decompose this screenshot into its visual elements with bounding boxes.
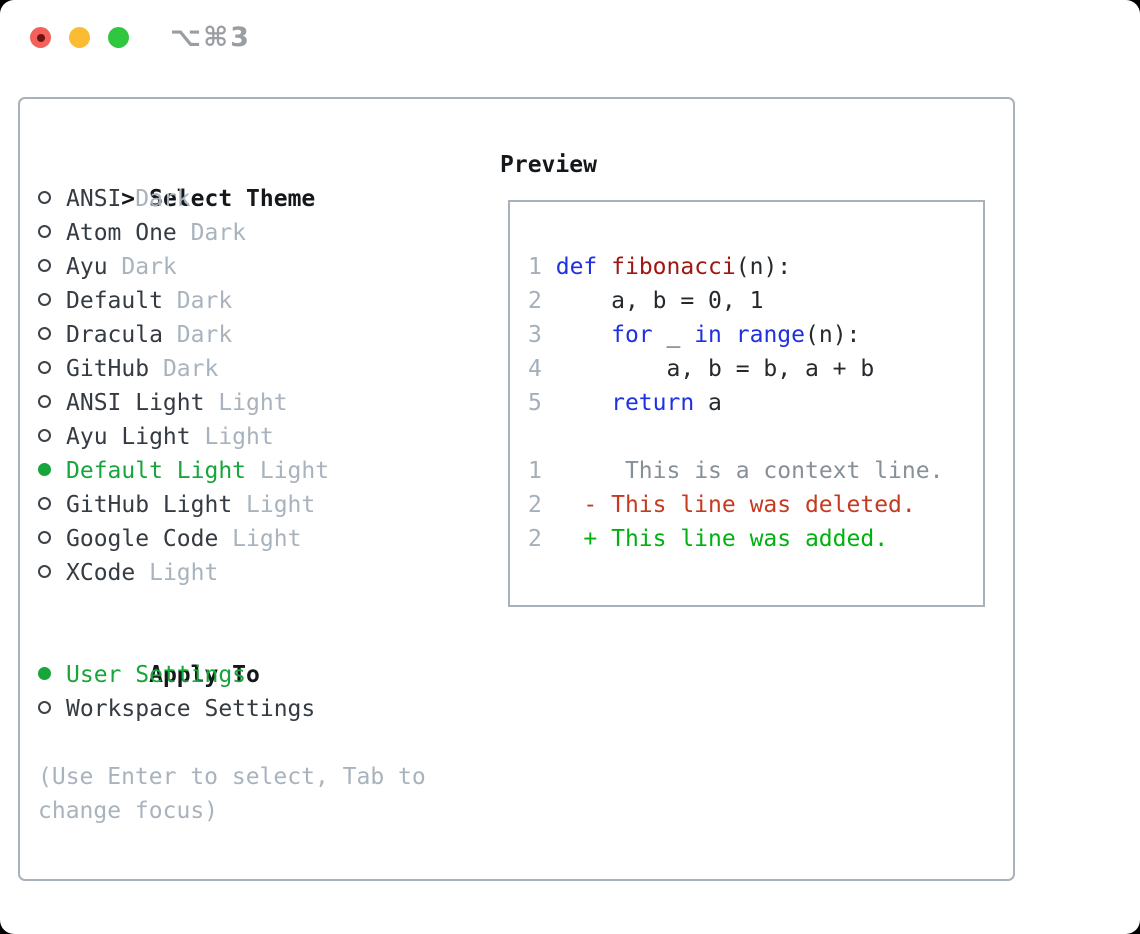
code-line: 1 def fibonacci(n):: [528, 254, 792, 280]
select-theme-header: Select Theme: [149, 186, 316, 212]
theme-option-google-code[interactable]: Google Code Light: [38, 522, 426, 556]
radio-icon: [38, 259, 51, 272]
radio-icon: [38, 701, 51, 714]
radio-icon: [38, 293, 51, 306]
hint-line-1: (Use Enter to select, Tab to: [38, 764, 426, 790]
theme-option-atom-one[interactable]: Atom One Dark: [38, 216, 426, 250]
line-number: 1: [528, 254, 542, 280]
line-number: 4: [528, 356, 542, 382]
theme-variant-label: Light: [135, 560, 219, 586]
line-number: 3: [528, 322, 542, 348]
theme-option-default-light[interactable]: Default Light Light: [38, 454, 426, 488]
preview-header: Preview: [500, 152, 597, 178]
theme-option-xcode[interactable]: XCode Light: [38, 556, 426, 590]
theme-variant-label: Light: [232, 492, 316, 518]
theme-option-ansi-light[interactable]: ANSI Light Light: [38, 386, 426, 420]
code-line: 3 for _ in range(n):: [528, 322, 861, 348]
radio-icon: [38, 361, 51, 374]
theme-name-label: Ayu Light: [66, 424, 191, 450]
close-button[interactable]: [30, 27, 51, 48]
radio-icon: [38, 225, 51, 238]
radio-icon: [38, 429, 51, 442]
theme-name-label: Default: [66, 288, 163, 314]
theme-name-label: Dracula: [66, 322, 163, 348]
code-line: 4 a, b = b, a + b: [528, 356, 875, 382]
zoom-button[interactable]: [108, 27, 129, 48]
code-line: 2 a, b = 0, 1: [528, 288, 764, 314]
code-line: 2 + This line was added.: [528, 526, 889, 552]
theme-variant-label: Dark: [162, 288, 233, 314]
theme-name-label: GitHub Light: [66, 492, 233, 518]
theme-name-label: Google Code: [66, 526, 219, 552]
theme-option-ayu[interactable]: Ayu Dark: [38, 250, 426, 284]
radio-selected-icon: [38, 667, 51, 680]
theme-option-ayu-light[interactable]: Ayu Light Light: [38, 420, 426, 454]
window-title: ⌥⌘3: [170, 22, 251, 53]
code-line: 1 This is a context line.: [528, 458, 944, 484]
line-number: 2: [528, 288, 542, 314]
radio-icon: [38, 531, 51, 544]
apply-to-header-row: Apply To: [38, 624, 426, 688]
apply-to-header: Apply To: [149, 662, 260, 688]
theme-variant-label: Light: [218, 526, 302, 552]
theme-variant-label: Light: [190, 424, 274, 450]
radio-selected-icon: [38, 463, 51, 476]
theme-name-label: ANSI Light: [66, 390, 205, 416]
code-line: 2 - This line was deleted.: [528, 492, 916, 518]
radio-icon: [38, 497, 51, 510]
hint-line-2: change focus): [38, 798, 219, 824]
apply-option-user-settings[interactable]: User Settings: [38, 658, 426, 692]
theme-name-label: Ayu: [66, 254, 108, 280]
theme-option-ansi[interactable]: ANSI Dark: [38, 182, 426, 216]
radio-icon: [38, 191, 51, 204]
apply-option-workspace-settings[interactable]: Workspace Settings: [38, 692, 426, 726]
theme-option-github[interactable]: GitHub Dark: [38, 352, 426, 386]
spacer-row: [38, 726, 426, 760]
preview-code: 1 def fibonacci(n): 2 a, b = 0, 1 3 for _ …: [528, 250, 943, 556]
apply-option-label: Workspace Settings: [66, 696, 316, 722]
radio-icon: [38, 565, 51, 578]
minimize-button[interactable]: [69, 27, 90, 48]
theme-name-label: XCode: [66, 560, 136, 586]
theme-variant-label: Dark: [149, 356, 219, 382]
line-number: 2: [528, 492, 542, 518]
radio-icon: [38, 327, 51, 340]
theme-name-label: ANSI: [66, 186, 122, 212]
theme-variant-label: Light: [246, 458, 330, 484]
close-active-dot-icon: [36, 33, 45, 42]
theme-variant-label: Light: [204, 390, 288, 416]
theme-variant-label: Dark: [162, 322, 233, 348]
preview-box: [508, 200, 985, 607]
line-number: 1: [528, 458, 542, 484]
theme-variant-label: Dark: [176, 220, 247, 246]
select-theme-header-row: > Select Theme: [38, 148, 426, 212]
theme-option-default[interactable]: Default Dark: [38, 284, 426, 318]
theme-variant-label: Dark: [121, 186, 191, 212]
theme-option-dracula[interactable]: Dracula Dark: [38, 318, 426, 352]
theme-option-github-light[interactable]: GitHub Light Light: [38, 488, 426, 522]
apply-option-label: User Settings: [66, 662, 247, 688]
line-number: 2: [528, 526, 542, 552]
code-line: [528, 420, 943, 454]
radio-icon: [38, 395, 51, 408]
line-number: 5: [528, 390, 542, 416]
theme-name-label: Atom One: [66, 220, 177, 246]
cursor-caret-icon: >: [121, 186, 135, 212]
spacer-row: [38, 590, 426, 624]
theme-name-label: GitHub: [66, 356, 150, 382]
theme-name-label: Default Light: [66, 458, 247, 484]
code-line: 5 return a: [528, 390, 722, 416]
theme-variant-label: Dark: [107, 254, 177, 280]
